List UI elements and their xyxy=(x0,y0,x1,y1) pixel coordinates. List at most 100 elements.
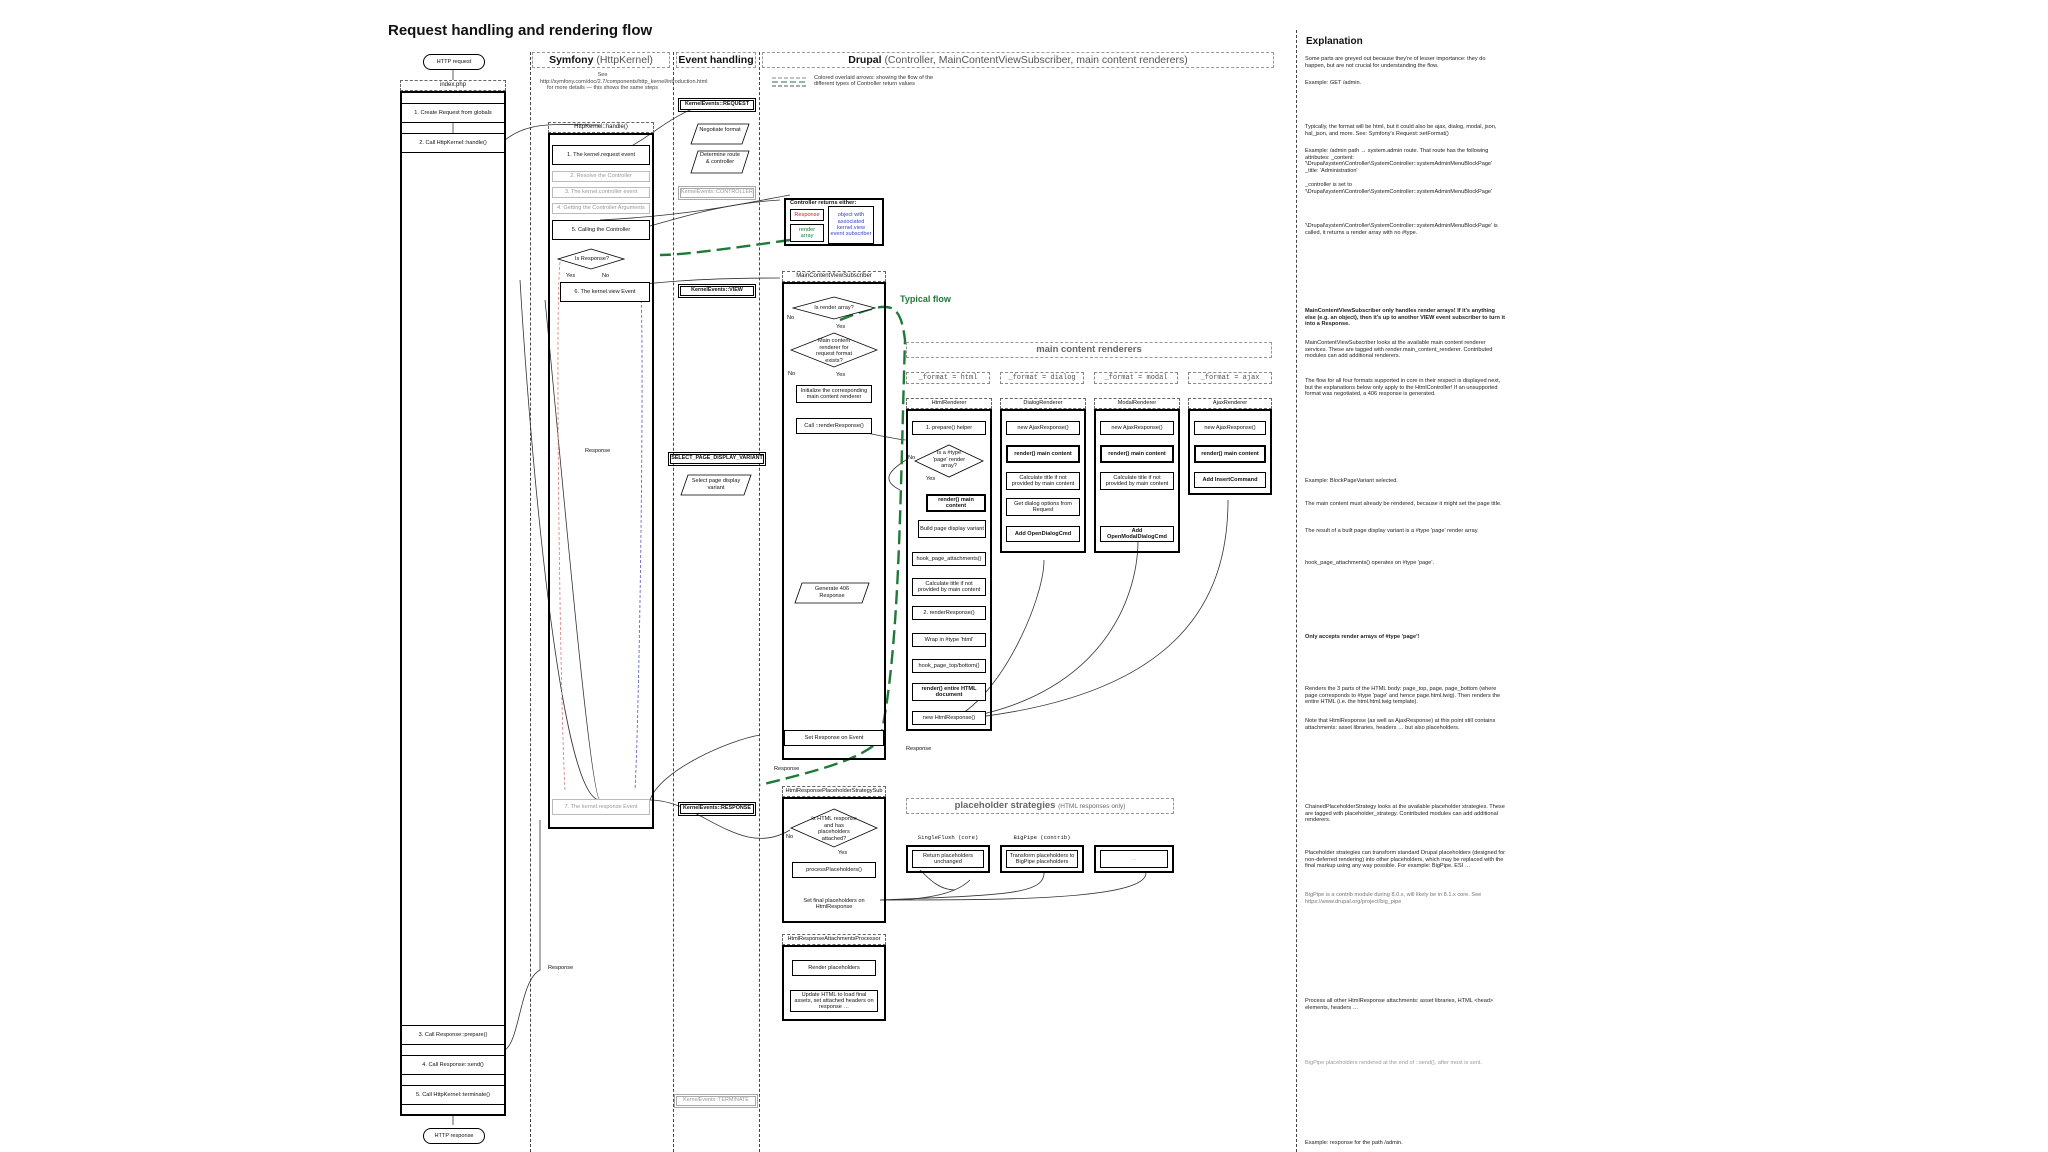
ajax-new-ajax: new AjaxResponse() xyxy=(1194,421,1266,435)
explanation-item: The main content must already be rendere… xyxy=(1305,501,1502,507)
mcvs-frame xyxy=(782,282,886,760)
ajax-render-main: render() main content xyxy=(1194,445,1266,463)
is-response-decision xyxy=(557,248,625,270)
event-response: KernelEvents::RESPONSE xyxy=(678,802,756,816)
tagged-label: Main content renderer for request format… xyxy=(815,338,853,364)
http-request-pill: HTTP request xyxy=(423,54,485,70)
returns-render-array: render array xyxy=(790,224,824,242)
tagged-decision xyxy=(790,332,878,368)
legend-arrows-icon xyxy=(772,77,806,87)
calling-controller: 5. Calling the Controller xyxy=(552,220,650,240)
is-response-no: No xyxy=(602,273,610,279)
placeholder-strategies-title: placeholder strategies xyxy=(954,800,1056,811)
lane-symfony-sub: (HttpKernel) xyxy=(596,54,653,66)
placeholder-sub-header: HtmlResponsePlaceholderStrategySub xyxy=(782,786,886,797)
tagged-yes: Yes xyxy=(836,372,846,378)
http-response-pill: HTTP response xyxy=(423,1128,485,1144)
lane-divider xyxy=(759,52,760,1152)
kernel-request-event: 1. The kernel.request event xyxy=(552,145,650,165)
html-wrap: Wrap in #type 'html' xyxy=(912,633,986,647)
render-array-no: No xyxy=(787,315,795,321)
explanation-item: The flow for all four formats supported … xyxy=(1305,378,1501,398)
strategy-bigpipe: BigPipe (contrib) xyxy=(1013,834,1071,841)
event-request: KernelEvents::REQUEST xyxy=(678,98,756,112)
lane-divider xyxy=(530,52,531,1152)
explanation-item: The result of a built page display varia… xyxy=(1305,528,1479,534)
determine-shape xyxy=(690,150,750,174)
kernel-handle-header: HttpKernel::handle() xyxy=(548,122,654,133)
lane-drupal-sub: (Controller, MainContentViewSubscriber, … xyxy=(884,54,1188,66)
controller-arguments: 4. Getting the Controller Arguments xyxy=(552,203,650,214)
lane-drupal: Drupal (Controller, MainContentViewSubsc… xyxy=(762,52,1274,68)
placeholder-strategies-section: placeholder strategies (HTML responses o… xyxy=(906,798,1174,814)
html-hook-attachments: hook_page_attachments() xyxy=(912,552,986,566)
determine-route: Determine route & controller xyxy=(699,152,741,165)
placeholder-strategies-sub: (HTML responses only) xyxy=(1058,803,1126,810)
html-render-response: 2. renderResponse() xyxy=(912,606,986,620)
explanation-title: Explanation xyxy=(1306,36,1363,47)
index-php-frame xyxy=(400,91,506,1116)
resolve-controller: 2. Resolve the Controller xyxy=(552,171,650,182)
returns-object: object with associated kernel.view event… xyxy=(828,206,874,244)
page-title: Request handling and rendering flow xyxy=(388,22,653,39)
init-renderer: Initialize the corresponding main conten… xyxy=(796,385,872,403)
explanation-item: Example: /admin path → system.admin rout… xyxy=(1305,148,1493,174)
return-unchanged: Return placeholders unchanged xyxy=(912,850,984,868)
format-html: _format = html xyxy=(906,372,990,384)
ajax-add-cmd: Add InsertCommand xyxy=(1194,472,1266,488)
html-build-variant: Build page display variant xyxy=(918,520,986,538)
explanation-item: MainContentViewSubscriber only handles r… xyxy=(1305,308,1505,328)
dialog-add-cmd: Add OpenDialogCmd xyxy=(1006,526,1080,542)
modal-renderer-header-frame xyxy=(1094,398,1180,409)
symfony-note: See http://symfony.com/doc/2.7/component… xyxy=(540,72,708,91)
controller-returns-title: Controller returns either: xyxy=(790,200,857,206)
render-placeholders: Render placeholders xyxy=(792,960,876,976)
explanation-item: Note that HtmlResponse (as well as AjaxR… xyxy=(1305,718,1496,731)
step-terminate: 5. Call HttpKernel::terminate() xyxy=(401,1085,505,1105)
lane-symfony-title: Symfony xyxy=(549,54,594,66)
is-html-yes: Yes xyxy=(838,850,848,856)
is-html-no: No xyxy=(786,834,794,840)
call-render-response: Call ::renderResponse() xyxy=(796,418,872,434)
explanation-item: Example: BlockPageVariant selected. xyxy=(1305,478,1398,484)
modal-new-ajax: new AjaxResponse() xyxy=(1100,421,1174,435)
set-final-placeholders: Set final placeholders on HtmlResponse xyxy=(792,894,876,914)
html-response-label: Response xyxy=(906,746,932,752)
negotiate-format: Negotiate format xyxy=(699,127,741,133)
explanation-item: _controller is set to '\Drupal\system\Co… xyxy=(1305,182,1493,195)
mcvs-header: MainContentViewSubscriber xyxy=(782,271,886,282)
controller-returns-frame xyxy=(784,198,884,246)
dialog-render-main: render() main content xyxy=(1006,445,1080,463)
explanation-item: Example: GET /admin. xyxy=(1305,80,1362,86)
is-html-label: Is HTML response and has placeholders at… xyxy=(811,816,857,842)
is-render-array-label: Is render array? xyxy=(814,305,854,311)
left-response-label: Response xyxy=(548,965,574,971)
dialog-get-options: Get dialog options from Request xyxy=(1006,498,1080,516)
explanation-item: Placeholder strategies can transform sta… xyxy=(1305,850,1505,870)
lane-symfony: Symfony (HttpKernel) xyxy=(532,52,670,68)
generate-406-shape xyxy=(794,582,870,604)
update-html: Update HTML to load final assets, set at… xyxy=(790,990,878,1012)
mcvs-response-label: Response xyxy=(774,766,800,772)
legend-line-1: Colored overlaid arrows: showing the flo… xyxy=(814,75,934,81)
format-ajax: _format = ajax xyxy=(1188,372,1272,384)
explanation-item: Example: response for the path /admin. xyxy=(1305,1140,1403,1146)
dialog-renderer-name: DialogRenderer xyxy=(1023,400,1063,406)
html-renderer-frame xyxy=(906,409,992,731)
singleflush-frame xyxy=(906,845,990,873)
select-page-shape xyxy=(680,474,752,496)
bigpipe-frame xyxy=(1000,845,1084,873)
step-call-handle: 2. Call HttpKernel::handle() xyxy=(401,133,505,153)
is-page-no: No xyxy=(908,455,916,461)
format-dialog: _format = dialog xyxy=(1000,372,1084,384)
kernel-controller-event: 3. The kernel.controller event xyxy=(552,187,650,198)
dialog-renderer-frame xyxy=(1000,409,1086,553)
modal-renderer-frame xyxy=(1094,409,1180,553)
explanation-item: '\Drupal\system\Controller\SystemControl… xyxy=(1305,223,1498,236)
explanation-item: ChainedPlaceholderStrategy looks at the … xyxy=(1305,804,1505,824)
is-response-yes: Yes xyxy=(566,273,576,279)
explanation-item: Some parts are greyed out because they'r… xyxy=(1305,56,1486,69)
kernel-response-label: Response xyxy=(585,448,611,454)
html-render-main: render() main content xyxy=(926,494,986,512)
